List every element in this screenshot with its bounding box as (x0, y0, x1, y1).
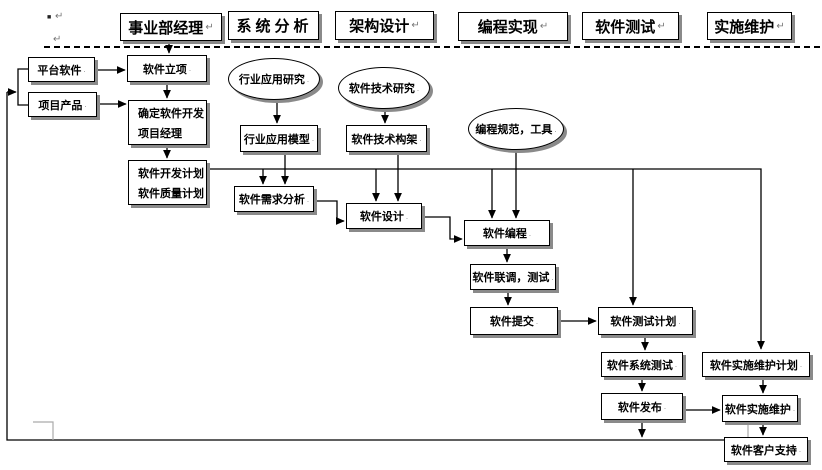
lane-header-label: 编程实现 (477, 19, 538, 36)
eol-mark: . (551, 272, 554, 282)
node-development-plan: 软件开发计划 软件质量计划 (128, 160, 207, 205)
pilcrow-mark: ↵ (776, 20, 785, 32)
node-test-plan: 软件测试计划. (598, 307, 693, 335)
connector-plan-line (207, 168, 765, 350)
lane-header-label: 系统分析 (236, 18, 313, 35)
node-integration-test: 软件联调，测试. (470, 264, 556, 290)
lane-header-software-testing: 软件测试↵ (582, 12, 679, 40)
node-label-line1: 软件开发计划 (138, 167, 204, 180)
lane-header-implementation-maintenance: 实施维护↵ (707, 12, 792, 40)
node-system-test: 软件系统测试. (601, 352, 683, 377)
node-software-coding: 软件编程. (464, 220, 550, 246)
node-label: 软件立项 (142, 63, 187, 76)
eol-mark: . (419, 134, 422, 143)
node-label: 项目产品 (38, 99, 83, 112)
pilcrow-mark: ↵ (53, 34, 62, 45)
pilcrow-mark: ↵ (539, 21, 549, 32)
node-label: 行业应用研究 (238, 74, 305, 86)
node-label-line2: 项目经理 (138, 127, 182, 140)
node-label: 软件客户支持 (730, 444, 797, 457)
node-label: 软件系统测试 (606, 359, 673, 372)
eol-mark: . (84, 100, 87, 109)
ellipse-tech-research: 软件技术研究. (338, 67, 430, 109)
lane-header-label: 软件测试 (595, 18, 656, 36)
node-label: 软件需求分析 (238, 194, 305, 206)
node-label: 软件设计 (359, 211, 404, 223)
node-label: 软件编程 (482, 228, 527, 240)
eol-mark: . (416, 83, 420, 93)
eol-mark: . (798, 445, 802, 454)
node-industry-model: 行业应用模型. (240, 125, 318, 152)
node-implementation-maintenance: 软件实施维护. (722, 395, 798, 422)
node-requirement-analysis: 软件需求分析. (234, 186, 314, 212)
node-label-line2: 软件质量计划 (138, 187, 204, 200)
node-software-release: 软件发布. (601, 393, 683, 420)
node-software-submission: 软件提交. (470, 307, 558, 335)
eol-mark: . (678, 316, 681, 326)
node-software-initiation: 软件立项. (127, 55, 207, 82)
eol-mark: . (554, 124, 557, 134)
node-label: 软件测试计划 (610, 316, 677, 328)
connector-feedback-loop (6, 92, 724, 441)
lane-header-programming: 编程实现↵ (458, 12, 568, 41)
node-label: 软件实施维护计划 (709, 359, 798, 372)
lane-header-label: 架构设计 (349, 18, 410, 35)
connector-requirement-to-design (314, 200, 345, 225)
eol-mark: . (83, 65, 86, 74)
eol-mark: . (306, 74, 310, 84)
eol-mark: . (188, 64, 192, 73)
eol-mark: . (528, 228, 532, 238)
node-tech-architecture: 软件技术构架. (346, 125, 427, 152)
lane-header-label: 实施维护 (714, 18, 775, 36)
lane-header-system-analysis: 系统分析 (228, 11, 319, 40)
pilcrow-mark: ↵ (411, 20, 420, 31)
ellipse-industry-research: 行业应用研究. (228, 58, 320, 100)
phase-divider (44, 46, 820, 48)
node-maintenance-plan: 软件实施维护计划. (702, 352, 810, 377)
lane-header-label: 事业部经理 (128, 19, 204, 37)
pilcrow-mark: ↵ (55, 11, 64, 22)
node-label: 平台软件 (37, 64, 82, 77)
connector-design-to-coding (422, 216, 463, 243)
node-label: 软件实施维护 (724, 403, 791, 416)
node-label: 软件技术构架 (351, 133, 418, 146)
node-label: 软件提交 (489, 316, 534, 328)
eol-mark: . (311, 134, 315, 143)
connector-input-bracket (17, 68, 28, 106)
lane-header-bu-manager: 事业部经理↵ (120, 13, 222, 41)
node-label-line1: 确定软件开发 (138, 107, 204, 120)
eol-mark: . (535, 316, 539, 326)
grey-corner-artifact (33, 421, 54, 440)
node-label: 软件技术研究 (348, 83, 415, 95)
ellipse-coding-standards: 编程规范，工具. (468, 108, 564, 150)
eol-mark: . (306, 194, 310, 204)
lane-header-architecture-design: 架构设计↵ (335, 11, 434, 40)
pilcrow-mark: ↵ (205, 21, 214, 33)
node-software-design: 软件设计. (346, 203, 422, 229)
bullet-mark: ■ (47, 14, 52, 21)
eol-mark: . (405, 211, 409, 221)
eol-mark: . (674, 360, 678, 369)
eol-mark: . (792, 404, 796, 413)
node-customer-support: 软件客户支持. (724, 437, 808, 462)
node-assign-project-manager: 确定软件开发 项目经理 (128, 100, 207, 145)
pilcrow-mark: ↵ (657, 20, 666, 32)
node-platform-software: 平台软件. (28, 57, 95, 82)
eol-mark: . (799, 360, 803, 369)
node-label: 行业应用模型 (243, 133, 310, 146)
node-label: 软件发布 (617, 401, 662, 414)
node-label: 软件联调，测试 (472, 272, 550, 284)
eol-mark: . (663, 402, 667, 411)
node-project-product: 项目产品. (28, 92, 97, 117)
node-label: 编程规范，工具 (475, 124, 553, 136)
